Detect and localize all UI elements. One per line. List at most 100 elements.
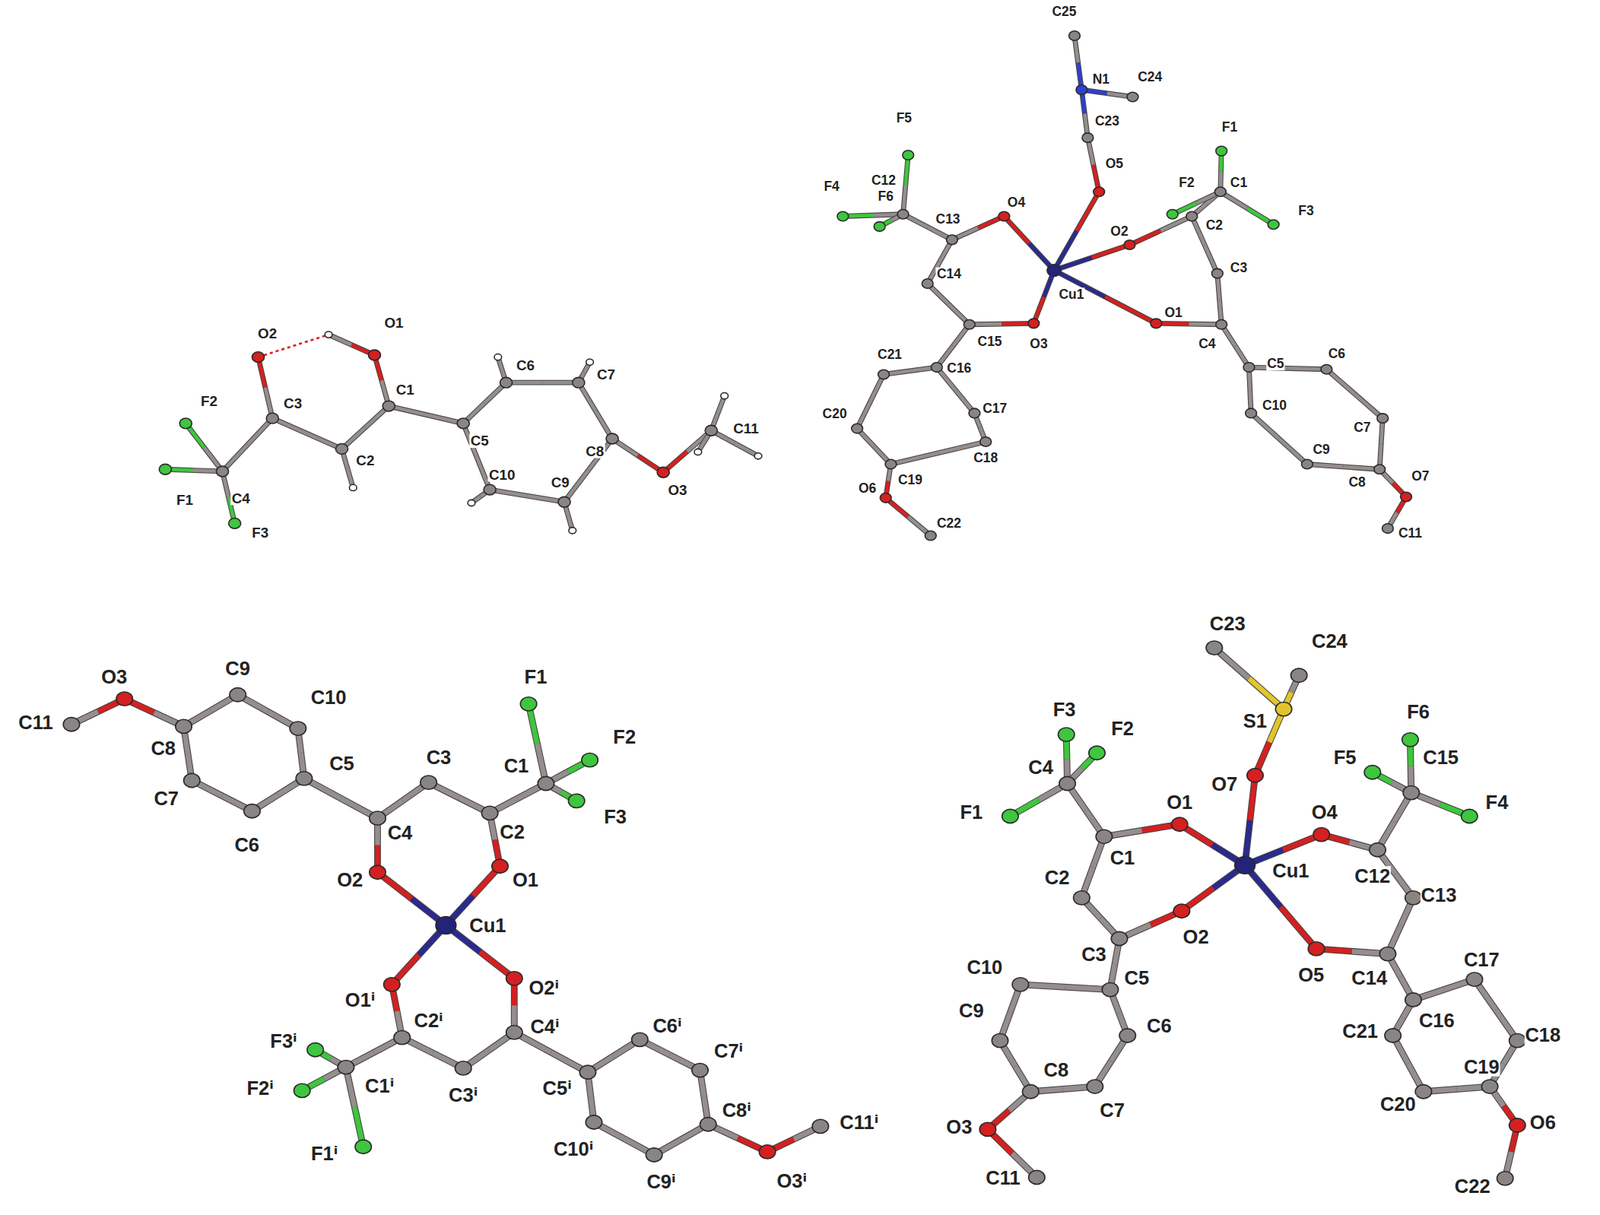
bond-outline <box>463 1032 515 1069</box>
bond-outline <box>391 925 446 985</box>
bond-outline <box>1081 836 1105 899</box>
atom-ellipsoid <box>963 319 975 330</box>
atom-label: N1 <box>1091 72 1111 86</box>
bond-outline <box>883 367 937 375</box>
atom-ellipsoid <box>1243 362 1255 373</box>
atom-ellipsoid <box>179 418 192 429</box>
bond-outline <box>1081 898 1120 940</box>
atom-label: C24 <box>1311 631 1349 651</box>
bond-outline <box>885 498 931 537</box>
atom-ellipsoid <box>368 349 381 361</box>
atom-ellipsoid <box>694 448 702 455</box>
atom-ellipsoid <box>1086 1079 1103 1094</box>
bond-outline <box>1412 979 1475 1000</box>
atom-label: C23 <box>1208 613 1246 633</box>
bond-outline <box>222 418 274 472</box>
bond-outline <box>257 357 273 420</box>
atom-label: O1 <box>511 869 540 889</box>
bond-outline <box>1081 89 1133 97</box>
atom-ellipsoid <box>63 717 80 732</box>
atom-label: F1 <box>523 666 548 686</box>
atom-label: C20 <box>821 406 848 420</box>
atom-label: C6 <box>1146 1015 1173 1035</box>
bond-half <box>1076 191 1100 232</box>
atom-label: C15 <box>976 333 1004 347</box>
bond-outline <box>1179 824 1245 866</box>
atom-label: C5 <box>328 753 356 773</box>
atom-label: F4 <box>822 178 841 192</box>
atom-label: C2ⁱ <box>412 1010 445 1030</box>
bond-outline <box>1181 865 1245 912</box>
atom-label: C3ⁱ <box>447 1085 480 1105</box>
atom-ellipsoid <box>924 530 937 541</box>
atom-ellipsoid <box>692 1063 708 1077</box>
bond-outline <box>251 778 304 812</box>
bond-outline <box>936 367 975 413</box>
bond-outline <box>377 872 446 926</box>
atom-ellipsoid <box>1509 1118 1526 1133</box>
atom-ellipsoid <box>657 466 670 478</box>
atom-ellipsoid <box>1022 1085 1039 1099</box>
atom-ellipsoid <box>1215 319 1228 330</box>
bond-outline <box>1250 412 1308 464</box>
atom-label: C17 <box>1463 949 1501 969</box>
bond-outline <box>1474 979 1518 1042</box>
atom-label: C1 <box>394 382 416 397</box>
atom-ellipsoid <box>921 279 934 289</box>
atom-ellipsoid <box>1206 641 1223 655</box>
atom-label: O1 <box>383 315 405 331</box>
bond-outline <box>374 355 389 407</box>
bond-outline <box>1307 464 1380 470</box>
atom-ellipsoid <box>1364 765 1381 780</box>
bond-outline <box>1104 824 1180 837</box>
atom-label: O4 <box>1310 802 1339 822</box>
atom-label: C3 <box>1080 944 1108 964</box>
bond-outline <box>391 984 402 1039</box>
bond-outline <box>191 780 252 812</box>
atom-label: C7ⁱ <box>713 1041 745 1061</box>
bond-outline <box>1387 954 1414 1000</box>
bond-outline <box>890 441 986 465</box>
atom-label: O1 <box>1163 305 1184 319</box>
atom-label: C7 <box>152 788 180 808</box>
bond-outline <box>987 1092 1031 1131</box>
atom-ellipsoid <box>873 222 886 232</box>
atom-ellipsoid <box>1150 318 1162 329</box>
atom-label: C12 <box>870 172 898 186</box>
atom-label: O2ⁱ <box>527 977 560 997</box>
atom-ellipsoid <box>1166 209 1178 220</box>
atom-ellipsoid <box>1119 1028 1136 1043</box>
atom-ellipsoid <box>251 352 264 363</box>
atom-ellipsoid <box>1384 1028 1401 1043</box>
atom-label: C2 <box>1204 217 1224 231</box>
bond-outline <box>1221 324 1249 368</box>
atom-ellipsoid <box>1403 785 1420 800</box>
atom-ellipsoid <box>1307 942 1324 956</box>
bond-outline <box>238 695 299 729</box>
atom-ellipsoid <box>1047 264 1061 277</box>
bond-outline <box>1053 244 1130 271</box>
atom-ellipsoid <box>369 865 386 880</box>
atom-label: C14 <box>1350 968 1388 988</box>
atom-label: Cu1 <box>1057 287 1086 301</box>
atom-ellipsoid <box>1028 1170 1045 1185</box>
bond-outline <box>578 382 613 439</box>
bond-outline <box>1377 793 1411 851</box>
bond-outline <box>346 1067 364 1148</box>
bond-outline <box>969 323 1035 324</box>
atom-label: O2 <box>1181 926 1210 947</box>
atom-label: O1ⁱ <box>344 990 377 1010</box>
atom-label: F1 <box>1220 120 1239 134</box>
bond-outline <box>587 1039 640 1073</box>
bond-outline <box>328 334 375 356</box>
bond-outline <box>1095 1035 1128 1087</box>
atom-label: C6 <box>1326 346 1347 360</box>
bond-outline <box>1020 984 1111 991</box>
atom-ellipsoid <box>116 692 133 706</box>
atom-label: F2 <box>612 726 637 747</box>
atom-label: C7 <box>1098 1100 1126 1120</box>
atom-ellipsoid <box>1171 817 1188 832</box>
atom-label: C17 <box>981 401 1009 415</box>
atom-ellipsoid <box>700 1117 717 1132</box>
atom-label: O4 <box>1006 195 1026 209</box>
